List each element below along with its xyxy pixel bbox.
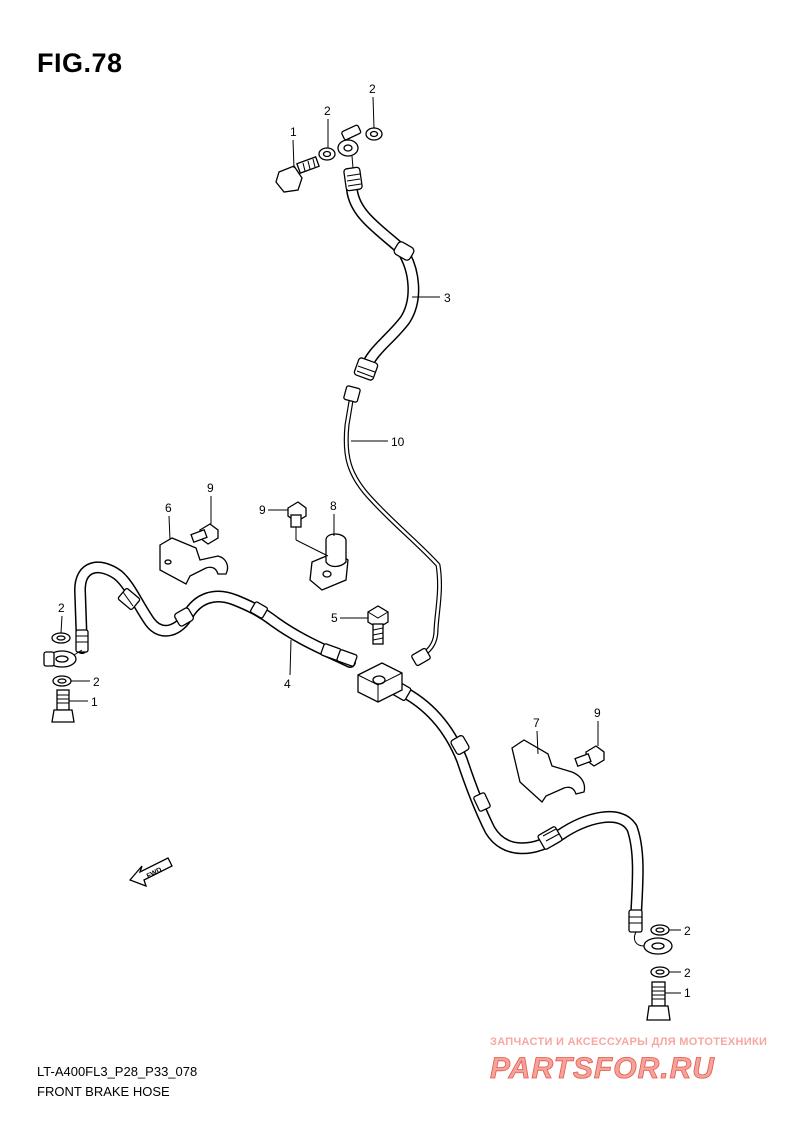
lower-brake-hose-part-4 xyxy=(74,561,644,933)
top-banjo-fitting xyxy=(337,124,362,169)
callout-labels: 1 2 2 3 10 9 6 9 8 5 4 2 2 1 7 9 2 2 xyxy=(58,82,691,1000)
callout-2-left-a: 2 xyxy=(58,601,65,615)
callout-2-right-b: 2 xyxy=(684,966,691,980)
clamp-bolt-part-9c xyxy=(574,745,605,767)
callout-2-left-b: 2 xyxy=(93,675,100,689)
clamp-bolt-part-9a xyxy=(190,523,219,545)
hose-bracket-part-8 xyxy=(309,533,349,591)
callout-9-b: 9 xyxy=(259,503,266,517)
fwd-arrow-icon: FWD xyxy=(128,857,173,888)
callout-8: 8 xyxy=(330,499,337,513)
top-union-bolt xyxy=(275,156,320,193)
upper-brake-hose-part-3 xyxy=(343,166,420,381)
callout-2-top-b: 2 xyxy=(369,82,376,96)
right-washers xyxy=(650,924,670,978)
callout-6: 6 xyxy=(165,501,172,515)
callout-9-c: 9 xyxy=(594,706,601,720)
left-union-bolt xyxy=(51,689,75,723)
bracket-bolt-part-9b xyxy=(287,501,307,528)
callout-2-top-a: 2 xyxy=(324,104,331,118)
callout-10: 10 xyxy=(391,435,405,449)
callout-1-left: 1 xyxy=(91,695,98,709)
figure-caption: FRONT BRAKE HOSE xyxy=(37,1084,170,1099)
figure-title: FIG.78 xyxy=(37,48,123,78)
watermark-tagline: ЗАПЧАСТИ И АКСЕССУАРЫ ДЛЯ МОТОТЕХНИКИ xyxy=(490,1036,768,1048)
callout-2-right-a: 2 xyxy=(684,924,691,938)
callout-1-right: 1 xyxy=(684,986,691,1000)
hose-clamp-part-6 xyxy=(159,537,229,585)
right-union-bolt xyxy=(646,981,671,1021)
hose-junction-block xyxy=(357,662,403,703)
right-banjo-fitting xyxy=(633,931,673,955)
left-washers xyxy=(51,632,72,687)
brake-pipe-part-10 xyxy=(343,385,442,667)
figure-model-code: LT-A400FL3_P28_P33_078 xyxy=(37,1064,198,1079)
callout-1-top: 1 xyxy=(290,125,297,139)
callout-9-a: 9 xyxy=(207,481,214,495)
watermark-logo: PARTSFOR.RU xyxy=(490,1050,790,1091)
top-washers xyxy=(318,127,383,161)
junction-bolt-part-5 xyxy=(367,605,389,645)
callout-3: 3 xyxy=(444,291,451,305)
hose-clamp-part-7 xyxy=(511,739,586,803)
watermark-logo-text: PARTSFOR.RU xyxy=(490,1052,715,1085)
callout-5: 5 xyxy=(331,611,338,625)
callout-7: 7 xyxy=(533,716,540,730)
callout-4: 4 xyxy=(284,677,291,691)
left-banjo-fitting xyxy=(43,649,83,668)
